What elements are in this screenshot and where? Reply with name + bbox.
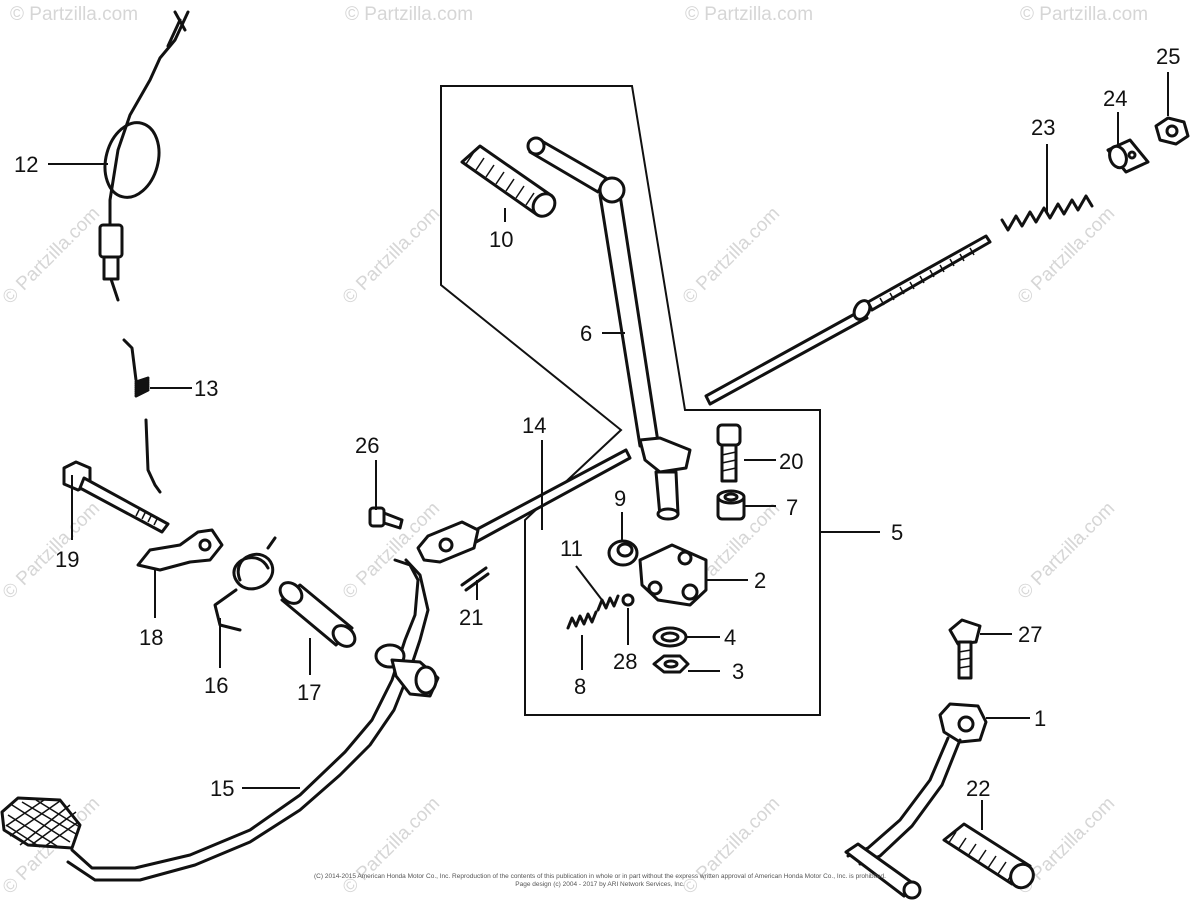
- watermark: © Partzilla.com: [339, 203, 444, 308]
- part-10-grip-rubber: [460, 144, 557, 218]
- part-8-spring: [566, 610, 598, 630]
- callout-8: 8: [574, 674, 586, 699]
- part-9-seal: [607, 539, 639, 567]
- callout-16: 16: [204, 673, 228, 698]
- callout-1: 1: [1034, 706, 1046, 731]
- part-28-ball: [621, 593, 635, 607]
- part-26-bolt: [368, 506, 404, 530]
- watermark: © Partzilla.com: [679, 793, 784, 898]
- callout-21: 21: [459, 605, 483, 630]
- part-18-plate: [136, 528, 224, 572]
- watermark: © Partzilla.com: [1014, 498, 1119, 603]
- watermark: © Partzilla.com: [339, 793, 444, 898]
- part-7-collar: [716, 489, 746, 521]
- part-21-cotter-pin: [460, 566, 490, 592]
- callout-numbers: 12 13 19 18 16 17 15 26 21 14 10 6 20 7 …: [14, 44, 1180, 801]
- leader-lines: [48, 72, 1169, 830]
- callout-15: 15: [210, 776, 234, 801]
- callout-4: 4: [724, 625, 736, 650]
- part-12-cable: [98, 10, 190, 302]
- assembly-outline: [440, 85, 821, 716]
- part-25-nut: [1154, 116, 1190, 146]
- copyright-line-2: Page design (c) 2004 - 2017 by ARI Netwo…: [515, 881, 685, 888]
- part-4-washer: [652, 626, 688, 648]
- watermark: © Partzilla.com: [345, 4, 473, 25]
- callout-27: 27: [1018, 622, 1042, 647]
- part-6-lever-arm: [526, 136, 692, 521]
- watermark: © Partzilla.com: [1020, 4, 1148, 25]
- callout-14: 14: [522, 413, 546, 438]
- callout-17: 17: [297, 680, 321, 705]
- part-16-return-spring: [213, 536, 277, 632]
- callout-13: 13: [194, 376, 218, 401]
- callout-25: 25: [1156, 44, 1180, 69]
- part-19-bolt: [62, 460, 170, 534]
- part-14-brake-rod: [416, 448, 632, 564]
- callout-9: 9: [614, 486, 626, 511]
- callout-10: 10: [489, 227, 513, 252]
- part-27-bolt: [948, 618, 982, 680]
- callout-22: 22: [966, 776, 990, 801]
- watermark: © Partzilla.com: [679, 203, 784, 308]
- callout-20: 20: [779, 449, 803, 474]
- watermark: © Partzilla.com: [1014, 203, 1119, 308]
- part-17-pivot-sleeve: [278, 581, 357, 648]
- copyright-line-1: (C) 2014-2015 American Honda Motor Co., …: [314, 873, 886, 880]
- copyright-footer: (C) 2014-2015 American Honda Motor Co., …: [314, 873, 886, 888]
- callout-28: 28: [613, 649, 637, 674]
- part-1-kick-lever: [844, 702, 988, 900]
- callout-12: 12: [14, 152, 38, 177]
- part-11-spring: [596, 594, 620, 612]
- callout-24: 24: [1103, 86, 1127, 111]
- part-15-brake-pedal: [0, 558, 440, 882]
- watermark: © Partzilla.com: [685, 4, 813, 25]
- callout-11: 11: [560, 536, 583, 561]
- part-2-pivot-block: [638, 543, 708, 607]
- callout-26: 26: [355, 433, 379, 458]
- part-20-bolt: [716, 423, 742, 483]
- watermark: © Partzilla.com: [10, 4, 138, 25]
- watermark: © Partzilla.com: [0, 498, 104, 603]
- callout-18: 18: [139, 625, 163, 650]
- callout-19: 19: [55, 547, 79, 572]
- callout-2: 2: [754, 568, 766, 593]
- callout-23: 23: [1031, 115, 1055, 140]
- part-22-grip: [942, 822, 1035, 890]
- watermarks: © Partzilla.com © Partzilla.com © Partzi…: [0, 4, 1148, 899]
- part-23-rod-and-spring: [704, 194, 1094, 406]
- callout-7: 7: [786, 495, 798, 520]
- callout-3: 3: [732, 659, 744, 684]
- callout-6: 6: [580, 321, 592, 346]
- callout-5: 5: [891, 520, 903, 545]
- part-3-nut: [652, 654, 690, 674]
- part-13-spring: [122, 338, 162, 494]
- watermark: © Partzilla.com: [0, 203, 104, 308]
- part-24-joint: [1106, 138, 1150, 174]
